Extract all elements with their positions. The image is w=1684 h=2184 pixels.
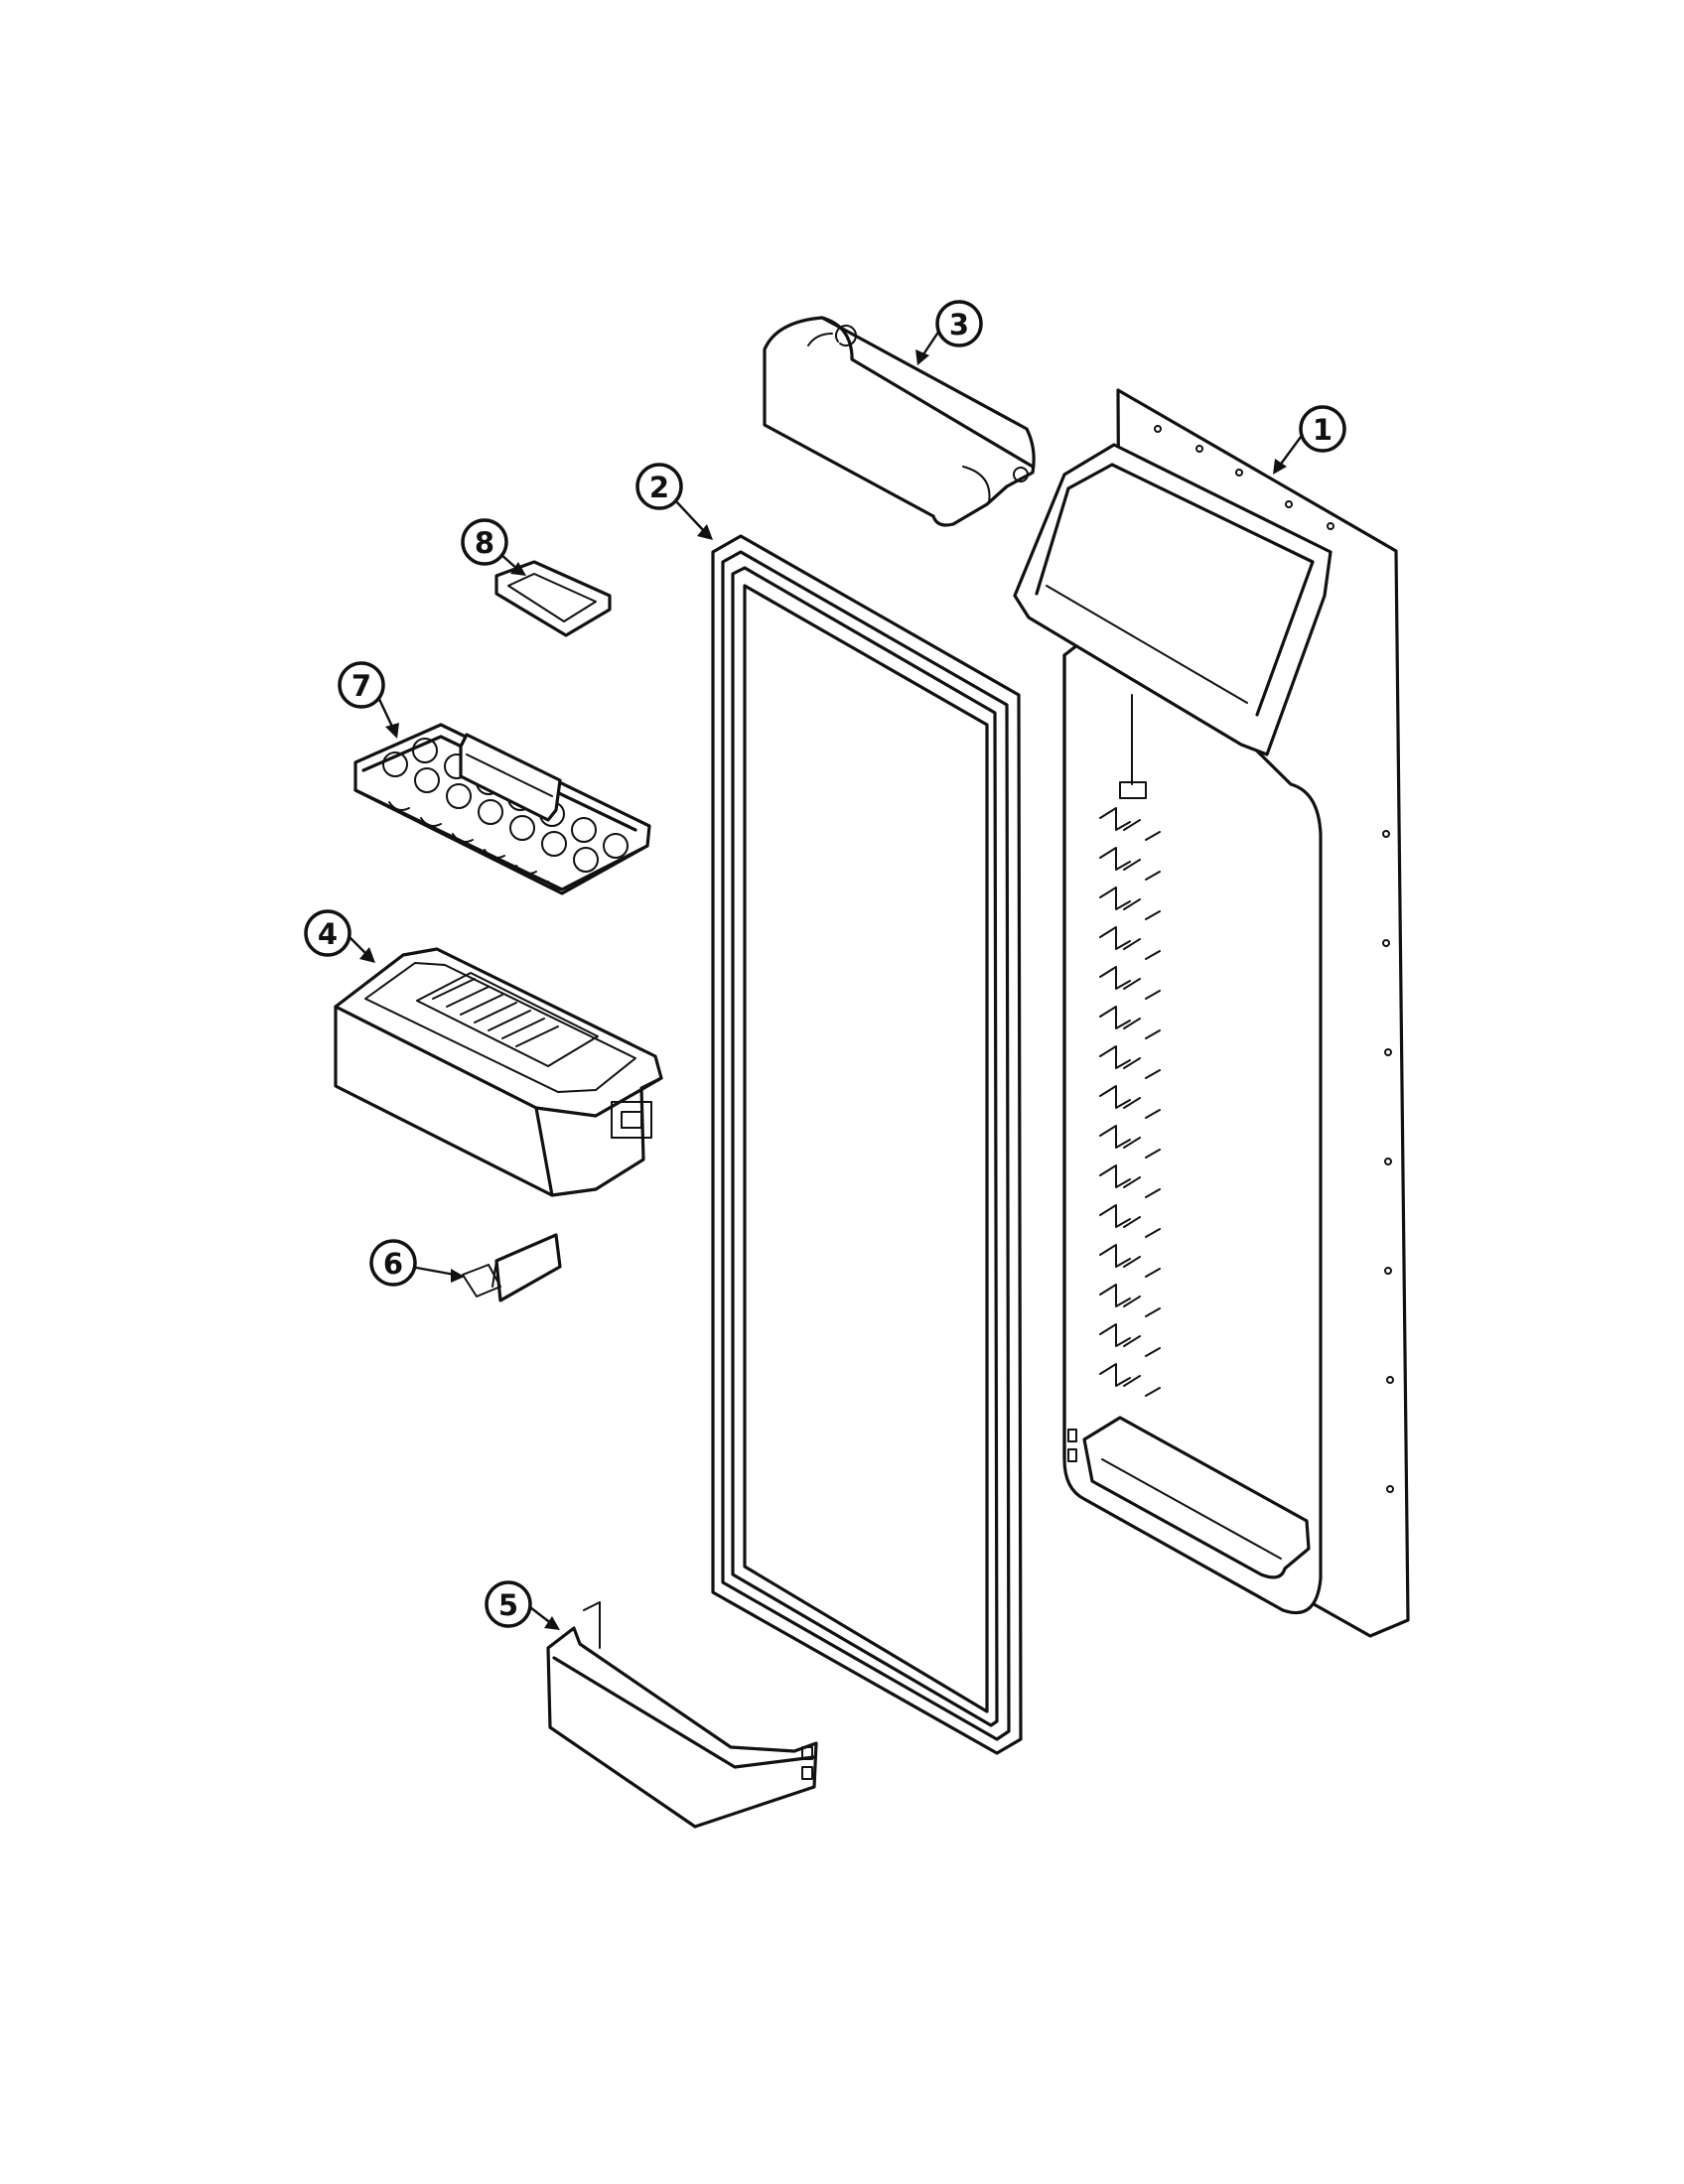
callout-label-8: 8 (475, 526, 494, 560)
callout-label-3: 3 (949, 308, 969, 341)
callout-label-1: 1 (1313, 413, 1333, 447)
callout-label-4: 4 (318, 917, 338, 951)
callout-1: 1 (1273, 405, 1346, 475)
part-3-cover (763, 316, 1036, 527)
callout-6: 6 (369, 1239, 465, 1287)
callout-2: 2 (635, 463, 713, 540)
part-1-door-liner (1013, 388, 1410, 1638)
part-4-bin (334, 947, 663, 1197)
callout-5: 5 (485, 1580, 560, 1630)
callout-label-5: 5 (498, 1588, 518, 1622)
callout-8: 8 (461, 518, 526, 576)
part-2-door-gasket (711, 534, 1023, 1755)
part-8-small-cover (494, 560, 612, 637)
part-5-door-shelf (546, 1601, 818, 1829)
part-7-egg-tray (353, 723, 651, 895)
callout-label-2: 2 (649, 471, 669, 504)
callout-label-6: 6 (383, 1247, 403, 1281)
part-6-clip (462, 1233, 562, 1302)
callout-label-7: 7 (351, 669, 371, 703)
callout-4: 4 (304, 909, 375, 963)
callout-3: 3 (915, 300, 983, 365)
callout-7: 7 (338, 661, 399, 739)
